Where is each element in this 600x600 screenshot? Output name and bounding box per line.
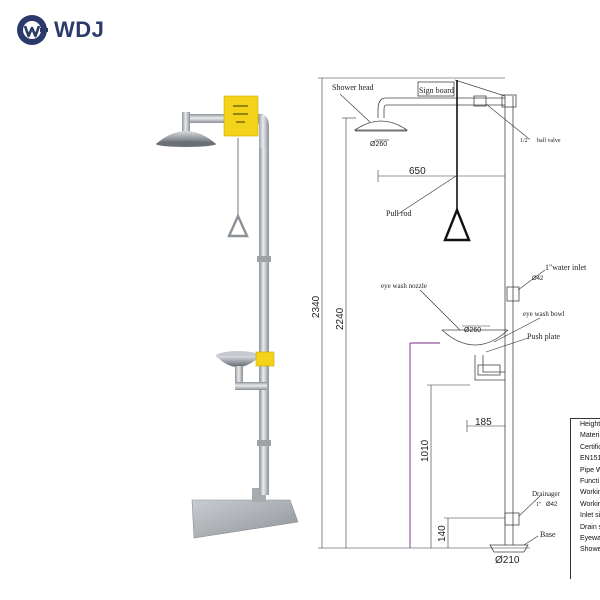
label-eye-wash-bowl: eye wash bowl [523, 310, 565, 318]
label-drainage-size: 1" [536, 502, 542, 508]
spec-row: Eyewa [580, 534, 600, 542]
product-photo [156, 95, 299, 539]
label-sign-board: Sign board [419, 86, 454, 95]
label-shower-head: Shower head [332, 83, 374, 92]
spec-row: Materia [580, 432, 600, 440]
label-pull-rod: Pull rod [386, 209, 412, 218]
spec-table: Height Materia Certific EN151 Pipe W Fun… [570, 418, 600, 579]
wdj-logo-icon [17, 15, 48, 45]
label-drainage: Drainager [532, 490, 561, 498]
label-eye-wash-nozzle: eye wash nozzle [381, 282, 427, 290]
dim-total-height: 2340 [311, 295, 322, 318]
spec-row: Functi [580, 477, 600, 485]
spec-row: Workin [580, 500, 600, 508]
label-water-inlet: 1"water inlet [545, 263, 587, 272]
dim-shower-head-dia: Ø260 [370, 141, 387, 148]
spec-row: Height [580, 421, 600, 428]
brand-name: WDJ [54, 17, 105, 42]
spec-row: EN151 [580, 455, 600, 463]
spec-row: Drain s [580, 523, 600, 531]
dim-bowl-dia: Ø260 [464, 327, 481, 334]
spec-row: Showe [580, 546, 600, 554]
label-ball-valve: ball valve [537, 138, 561, 144]
brand-logo: WDJ [16, 14, 104, 46]
dim-drain-height: 140 [437, 525, 448, 542]
label-push-plate: Push plate [527, 332, 561, 341]
label-base: Base [540, 530, 556, 539]
dim-shower-height: 2240 [335, 307, 346, 330]
dim-base-dia: Ø210 [495, 555, 520, 566]
label-water-inlet-dia: Ø42 [532, 276, 544, 282]
dim-bowl-offset: 185 [475, 417, 492, 428]
spec-row: Inlet si [580, 512, 600, 520]
spec-row: Pipe W [580, 466, 600, 474]
spec-row: Workin [580, 489, 600, 497]
label-ball-valve-size: 1/2" [520, 138, 531, 144]
dim-reach: 650 [409, 166, 426, 177]
label-drainage-dia: Ø42 [546, 502, 558, 508]
spec-row: Certific [580, 443, 600, 451]
dim-bowl-height: 1010 [420, 439, 431, 462]
